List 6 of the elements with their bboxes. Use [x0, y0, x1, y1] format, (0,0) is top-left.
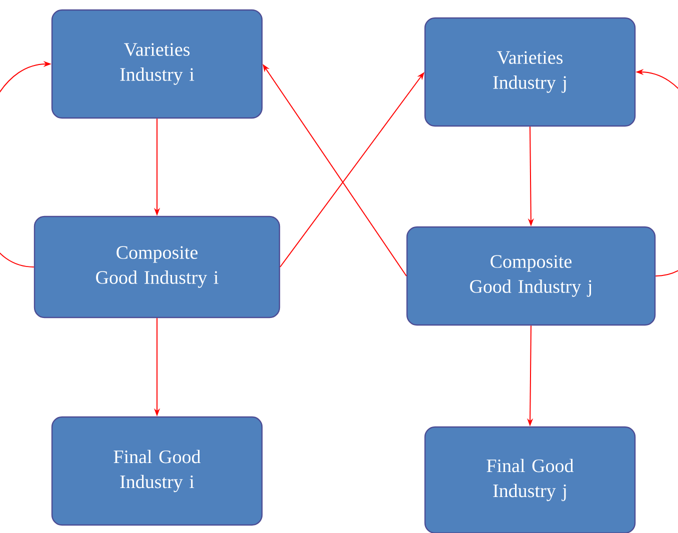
process-box: Composite Good Industry j [406, 226, 656, 326]
process-box: Final Good Industry i [51, 416, 263, 526]
process-box: Varieties Industry i [51, 9, 263, 119]
process-box: Final Good Industry j [424, 426, 636, 533]
process-box: Varieties Industry j [424, 17, 636, 127]
process-box: Composite Good Industry i [34, 216, 280, 318]
